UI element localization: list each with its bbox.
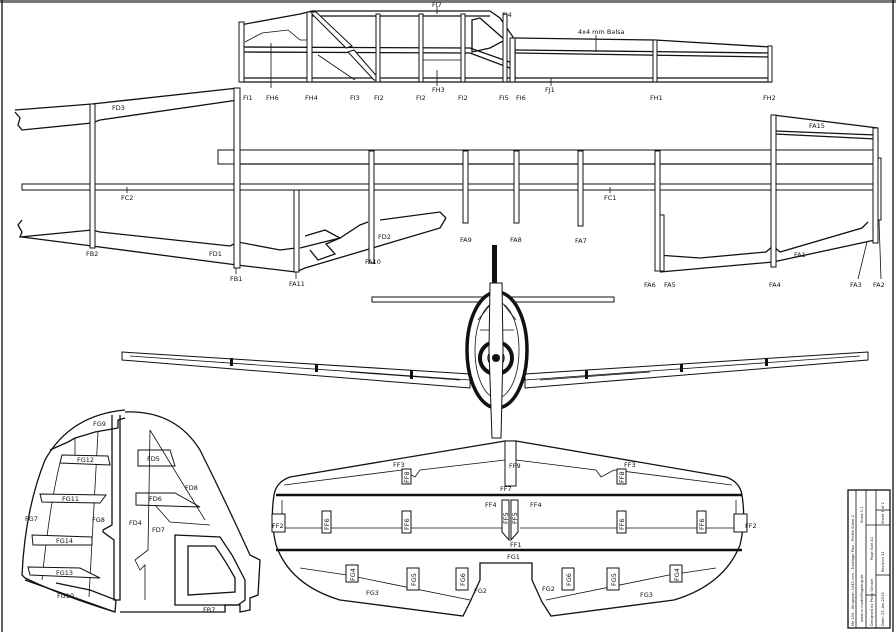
label-FG6: FG6 bbox=[459, 573, 467, 586]
label-FG10: FG10 bbox=[57, 592, 74, 600]
vertical-fin: FG9 FG12 FG11 FG7 FG8 FG14 FG13 FG10 FD5… bbox=[21, 409, 261, 614]
label-FF5: FF5 bbox=[511, 512, 519, 524]
label-FA5: FA5 bbox=[664, 281, 676, 289]
label-FD3: FD3 bbox=[112, 104, 125, 112]
label-FF1: FF1 bbox=[510, 541, 522, 549]
label-FF4: FF4 bbox=[530, 501, 542, 509]
label-FF4: FF4 bbox=[485, 501, 497, 509]
page-size-text: Page Size A1 bbox=[870, 537, 874, 560]
label-FG12: FG12 bbox=[77, 456, 94, 464]
label-FG5: FG5 bbox=[610, 573, 618, 586]
label-FH1: FH1 bbox=[650, 94, 663, 102]
label-FA7: FA7 bbox=[575, 237, 587, 245]
label-FG5: FG5 bbox=[410, 573, 418, 586]
label-FD5: FD5 bbox=[147, 455, 160, 463]
label-FI6: FI6 bbox=[516, 94, 526, 102]
label-FG4: FG4 bbox=[673, 568, 681, 581]
label-FG7: FG7 bbox=[25, 515, 38, 523]
revision-text: Revision 11 bbox=[881, 551, 885, 572]
label-FG2: FG2 bbox=[474, 587, 487, 595]
title-block: Me 109 - Wingspan 1040 mm - Fuselage Pla… bbox=[847, 489, 891, 629]
label-FG3: FG3 bbox=[640, 591, 653, 599]
fuselage-top-view: FI7 FI4 4x4 mm Balsa FI1 FH6 FH4 FI3 FI2… bbox=[238, 1, 776, 102]
label-FA3: FA3 bbox=[850, 281, 862, 289]
label-FI4: FI4 bbox=[502, 11, 512, 19]
side-view-leaders bbox=[126, 187, 882, 280]
label-FA9: FA9 bbox=[460, 236, 472, 244]
label-FH4: FH4 bbox=[305, 94, 318, 102]
label-FF8: FF8 bbox=[618, 471, 626, 483]
label-FA10: FA10 bbox=[365, 258, 381, 266]
label-FH6: FH6 bbox=[266, 94, 279, 102]
label-FD4: FD4 bbox=[129, 519, 142, 527]
label-FB7: FB7 bbox=[203, 606, 215, 614]
label-FI2: FI2 bbox=[458, 94, 468, 102]
title-text: Me 109 - Wingspan 1040 mm - Fuselage Pla… bbox=[851, 515, 855, 626]
label-FC1: FC1 bbox=[604, 194, 616, 202]
label-FI1: FI1 bbox=[243, 94, 253, 102]
label-balsa: 4x4 mm Balsa bbox=[578, 28, 625, 36]
label-FA11: FA11 bbox=[289, 280, 305, 288]
label-FD1: FD1 bbox=[209, 250, 222, 258]
label-FF2: FF2 bbox=[272, 522, 284, 530]
horizontal-stabilizer: FF3 FF8 FF9 FF8 FF3 FF7 FF4 FF5 FF5 FF4 … bbox=[271, 440, 757, 617]
label-FG2: FG2 bbox=[542, 585, 555, 593]
label-FA6: FA6 bbox=[644, 281, 656, 289]
top-view-leaders bbox=[270, 6, 597, 88]
label-FF7: FF7 bbox=[500, 485, 512, 493]
label-FB1: FB1 bbox=[230, 275, 242, 283]
label-FA4: FA4 bbox=[769, 281, 781, 289]
label-FD8: FD8 bbox=[185, 484, 198, 492]
label-FG3: FG3 bbox=[366, 589, 379, 597]
label-FG11: FG11 bbox=[62, 495, 79, 503]
label-FI2: FI2 bbox=[416, 94, 426, 102]
website-text: www.rc-modellflugzeug.de bbox=[860, 574, 864, 622]
date-text: Date: 23. Jan 2019 bbox=[881, 592, 885, 626]
label-FD7: FD7 bbox=[152, 526, 165, 534]
label-FG9: FG9 bbox=[93, 420, 106, 428]
fin-labels: FG9 FG12 FG11 FG7 FG8 FG14 FG13 FG10 FD5… bbox=[25, 420, 215, 614]
label-FG1: FG1 bbox=[507, 553, 520, 561]
label-FC2: FC2 bbox=[121, 194, 133, 202]
label-FG4: FG4 bbox=[349, 568, 357, 581]
label-FJ1: FJ1 bbox=[545, 86, 555, 94]
label-FG6: FG6 bbox=[565, 573, 573, 586]
label-FF8: FF8 bbox=[403, 471, 411, 483]
scale-text: Scale 1:1 bbox=[860, 506, 864, 523]
aircraft-front-view bbox=[121, 245, 869, 439]
label-FF9: FF9 bbox=[509, 462, 521, 470]
label-FD6: FD6 bbox=[149, 495, 162, 503]
label-FH3: FH3 bbox=[432, 86, 445, 94]
label-FF6: FF6 bbox=[618, 518, 626, 530]
label-FF6: FF6 bbox=[323, 518, 331, 530]
label-FF3: FF3 bbox=[393, 461, 405, 469]
label-FF3: FF3 bbox=[624, 461, 636, 469]
label-FF5: FF5 bbox=[502, 512, 510, 524]
label-FD2: FD2 bbox=[378, 233, 391, 241]
label-FG8: FG8 bbox=[92, 516, 105, 524]
label-FI7: FI7 bbox=[432, 1, 442, 9]
designer-text: Designed by Philip Strobel bbox=[870, 579, 874, 626]
label-FB2: FB2 bbox=[86, 250, 98, 258]
label-FF6: FF6 bbox=[403, 518, 411, 530]
sheet-text: Sheet 1 of 2 bbox=[881, 502, 885, 524]
label-FF6: FF6 bbox=[698, 518, 706, 530]
label-FG13: FG13 bbox=[56, 569, 73, 577]
label-FI2: FI2 bbox=[374, 94, 384, 102]
label-FA1: FA1 bbox=[794, 251, 806, 259]
label-FA8: FA8 bbox=[510, 236, 522, 244]
label-FA15: FA15 bbox=[809, 122, 825, 130]
label-FH2: FH2 bbox=[763, 94, 776, 102]
label-FI5: FI5 bbox=[499, 94, 509, 102]
stabilizer-labels: FF3 FF8 FF9 FF8 FF3 FF7 FF4 FF5 FF5 FF4 … bbox=[272, 461, 757, 599]
side-view-formers bbox=[89, 87, 879, 273]
label-FA2: FA2 bbox=[873, 281, 885, 289]
label-FF2: FF2 bbox=[745, 522, 757, 530]
label-FI3: FI3 bbox=[350, 94, 360, 102]
top-view-formers bbox=[238, 11, 773, 83]
fuselage-side-view: FD3 FC2 FB2 FD1 FB1 FA11 FD2 FA10 FA9 FA… bbox=[14, 87, 885, 289]
label-FG14: FG14 bbox=[56, 537, 73, 545]
